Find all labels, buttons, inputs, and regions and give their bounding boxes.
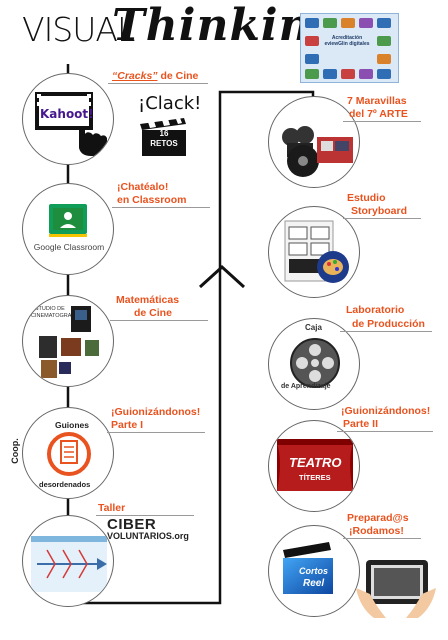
film-reel-icon <box>290 338 340 388</box>
step-maravillas-circle <box>268 96 360 188</box>
right-step1-underline <box>343 121 421 122</box>
tablet-hands-icon <box>356 560 436 618</box>
right-step2-underline <box>343 218 421 219</box>
step-guiones-circle: Guiones desordenados <box>22 407 114 499</box>
step1-label-post: de Cine <box>157 70 199 82</box>
step1-label: “Cracks” de Cine <box>112 70 198 82</box>
step-storyboard-circle <box>268 206 360 298</box>
storyboard-icon <box>284 220 349 283</box>
voluntarios-logo: VOLUNTARIOS.org <box>107 531 189 541</box>
right-step3-label-2: de Producción <box>352 318 425 330</box>
teatro-logo: TEATRO <box>289 455 342 470</box>
step4-label-1: ¡Guionizándonos! <box>111 406 201 418</box>
step-math-circle: ESTUDIO DE CINEMATOGRAF <box>22 295 114 387</box>
right-step5-underline <box>343 538 421 539</box>
step-classroom-circle: Google Classroom <box>22 183 114 275</box>
right-step4-label-1: ¡Guionizándonos! <box>341 405 431 417</box>
coop-text: Coop. <box>10 438 20 464</box>
step3-underline <box>110 320 208 321</box>
step1-underline <box>108 83 208 84</box>
reel-logo: Reel <box>303 578 325 589</box>
fishbone-diagram-icon <box>31 536 107 592</box>
cortos-logo: Cortos <box>299 566 328 576</box>
step3-label-2: de Cine <box>134 307 172 319</box>
step-rodamos-circle: Cortos Reel <box>268 525 360 617</box>
step-kahoot-circle: Kahoot! <box>22 73 114 165</box>
title-visual: VISUAL <box>22 10 135 49</box>
right-step3-label-1: Laboratorio <box>346 304 405 316</box>
badge-text: Acreditación eviewGlin digitales <box>324 35 370 47</box>
step-taller-circle <box>22 515 114 607</box>
script-pages-icon <box>47 432 91 476</box>
desordenados-text: desordenados <box>39 480 91 489</box>
step-teatro-circle: TEATRO TÍTERES <box>268 420 360 512</box>
theater-stage-icon <box>277 439 353 491</box>
classroom-logo: Google Classroom <box>33 242 105 252</box>
caja-text: Caja <box>305 323 322 332</box>
step3-label-1: Matemáticas <box>116 294 180 306</box>
right-step1-label-2: del 7º ARTE <box>349 108 408 120</box>
clapper-film-icon <box>283 542 333 594</box>
right-step4-label-2: Parte II <box>343 418 379 430</box>
retos-text: 16 RETOS <box>150 129 178 148</box>
ciber-logo: CIBER <box>107 516 157 533</box>
right-step3-underline <box>340 331 432 332</box>
step1-label-em: “Cracks” <box>112 70 158 82</box>
step-laboratorio-circle: Caja de Aprendizaje <box>268 318 360 410</box>
movie-posters-icon <box>39 306 99 378</box>
right-step1-label-1: 7 Maravillas <box>347 95 407 107</box>
hand-pointer-icon <box>79 126 108 156</box>
aprendizaje-text: de Aprendizaje <box>281 383 331 390</box>
film-projector-icon <box>282 126 353 177</box>
right-step4-underline <box>337 431 433 432</box>
right-step5-label-1: Preparad@s <box>347 512 409 524</box>
right-step5-label-2: ¡Rodamos! <box>349 525 404 537</box>
step2-label-1: ¡Chatéalo! <box>117 181 169 193</box>
step2-label-2: en Classroom <box>117 194 187 206</box>
guiones-text: Guiones <box>55 420 90 430</box>
step2-underline <box>112 207 210 208</box>
clack-text: ¡Clack! <box>138 93 202 114</box>
math-poster-title: ESTUDIO DE CINEMATOGRAF <box>31 306 75 319</box>
kahoot-logo: Kahoot! <box>40 107 94 121</box>
accreditation-badge <box>300 13 399 83</box>
titeres-logo: TÍTERES <box>299 473 331 482</box>
step4-label-2: Parte I <box>111 419 144 431</box>
step4-underline <box>107 432 205 433</box>
right-step2-label-1: Estudio <box>347 192 386 204</box>
right-step2-label-2: Storyboard <box>351 205 408 217</box>
step5-label-1: Taller <box>98 502 126 514</box>
step5-underline <box>96 515 194 516</box>
clapperboard-icon <box>140 118 188 156</box>
